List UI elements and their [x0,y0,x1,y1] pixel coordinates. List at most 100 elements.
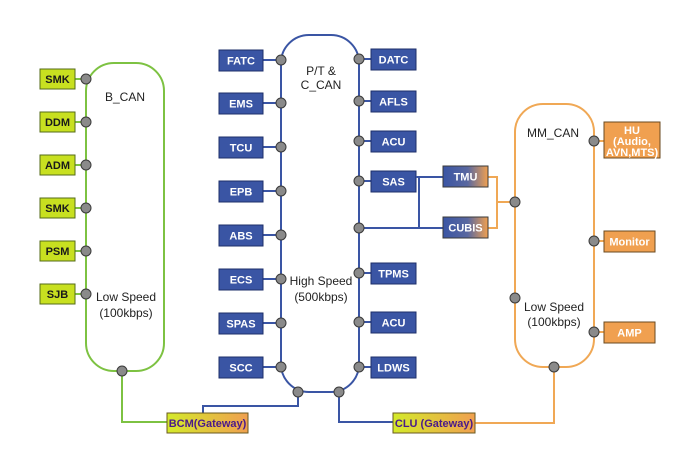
pt-ecu-datc: DATC [359,48,417,71]
node [275,141,287,153]
b-can-ecu-psm: PSM [39,240,86,262]
pt-ecu-abs: ABS [218,224,281,247]
b-can-speed-line1: Low Speed [96,290,156,304]
svg-text:ACU: ACU [382,137,406,149]
pt-ecu-tcu: TCU [218,136,281,159]
node [275,273,287,285]
connection-nodes [80,53,600,398]
pt-ecu-acu-2: ACU [359,311,417,334]
svg-text:AFLS: AFLS [379,97,408,109]
svg-text:FATC: FATC [227,56,255,68]
pt-ecu-scc: SCC [218,356,281,379]
node [353,222,365,234]
b-can-label: B_CAN [105,90,145,104]
node [353,267,365,279]
mm-ecu-amp: AMP [594,321,656,344]
node [80,288,92,300]
node [275,54,287,66]
svg-text:ECS: ECS [230,275,253,287]
svg-text:DDM: DDM [45,117,70,129]
mm-can-speed-line2: (100kbps) [527,315,580,329]
pt-can-label-line1: P/T & [306,64,336,78]
pt-ecu-sas: SAS [359,170,417,193]
b-can-speed-line2: (100kbps) [99,306,152,320]
bcm-gateway: BCM(Gateway) [166,412,249,434]
node [80,202,92,214]
shared-ecu-cubis: CUBIS [442,216,489,239]
mm-can-speed-line1: Low Speed [524,300,584,314]
node [80,245,92,257]
mm-can-to-clu-link [475,367,555,424]
mm-can-label: MM_CAN [527,126,579,140]
svg-text:SMK: SMK [45,203,70,215]
svg-text:CLU (Gateway): CLU (Gateway) [395,418,474,430]
pt-can-speed-line1: High Speed [290,274,353,288]
pt-ecu-afls: AFLS [359,90,417,113]
pt-can-to-bcm-link [202,392,299,413]
svg-text:TPMS: TPMS [378,269,409,281]
b-can-ecu-adm: ADM [39,154,86,176]
node [353,53,365,65]
pt-ecu-ems: EMS [218,92,281,115]
pt-can-bus [280,34,360,393]
node [548,361,560,373]
clu-gateway: CLU (Gateway) [392,412,476,434]
node [80,116,92,128]
svg-text:HU: HU [624,125,640,137]
b-can-ecu-smk-2: SMK [39,197,86,219]
svg-text:AMP: AMP [617,328,641,340]
node [509,292,521,304]
node [333,386,345,398]
b-can-ecu-sjb: SJB [39,283,86,305]
pt-ecu-epb: EPB [218,180,281,203]
node [353,95,365,107]
svg-text:BCM(Gateway): BCM(Gateway) [169,418,247,430]
svg-text:DATC: DATC [379,55,409,67]
pt-ecu-tpms: TPMS [359,262,417,285]
pt-can-speed-line2: (500kbps) [294,290,347,304]
b-can-bus [85,62,165,372]
node [275,97,287,109]
node [588,235,600,247]
node [353,361,365,373]
shared-ecu-tmu: TMU [442,165,489,188]
svg-text:TCU: TCU [230,143,253,155]
svg-text:CUBIS: CUBIS [448,223,482,235]
pt-ecu-ecs: ECS [218,268,281,291]
svg-text:ABS: ABS [229,231,252,243]
mm-ecu-monitor: Monitor [594,230,656,253]
svg-text:SPAS: SPAS [226,319,255,331]
svg-text:SMK: SMK [45,74,70,86]
node [275,185,287,197]
svg-text:(Audio,: (Audio, [613,136,651,148]
node [80,73,92,85]
node [353,135,365,147]
node [588,135,600,147]
node [80,159,92,171]
svg-text:EPB: EPB [230,187,253,199]
shared-links-blue [359,176,443,229]
node [275,361,287,373]
b-can-ecu-ddm: DDM [39,111,86,133]
node [588,326,600,338]
svg-text:SCC: SCC [229,363,252,375]
svg-text:PSM: PSM [46,246,70,258]
svg-text:AVN,MTS): AVN,MTS) [606,147,659,159]
b-can-to-bcm-link [121,371,167,423]
node [292,386,304,398]
node [116,365,128,377]
svg-text:LDWS: LDWS [377,363,409,375]
pt-ecu-ldws: LDWS [359,356,417,379]
b-can-ecu-smk: SMK [39,68,86,90]
node [275,229,287,241]
pt-can-label-line2: C_CAN [301,78,342,92]
pt-ecu-fatc: FATC [218,49,281,72]
svg-text:SJB: SJB [47,289,68,301]
svg-text:Monitor: Monitor [609,237,650,249]
svg-text:SAS: SAS [382,177,405,189]
node [509,196,521,208]
pt-can-to-clu-link [338,392,393,423]
pt-ecu-spas: SPAS [218,312,281,335]
svg-text:EMS: EMS [229,99,253,111]
